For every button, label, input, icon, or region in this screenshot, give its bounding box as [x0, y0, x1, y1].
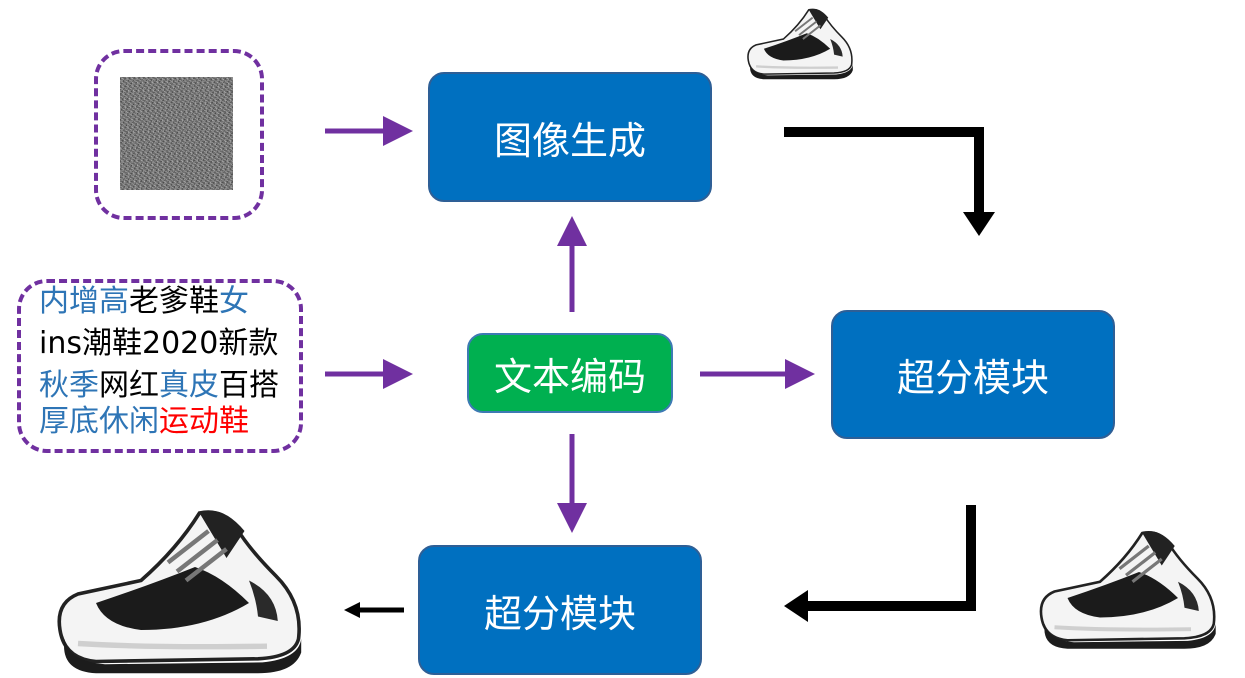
prompt-line: 厚底休闲运动鞋	[39, 404, 249, 440]
super-resolution-box-right: 超分模块	[831, 310, 1115, 439]
prompt-frame	[17, 279, 303, 453]
sneaker-image-small	[747, 8, 853, 80]
prompt-segment: 厚底休闲	[39, 404, 159, 439]
prompt-segment: 内增高	[39, 284, 129, 319]
arrowhead-superres-to-superres	[784, 590, 808, 622]
super-resolution-box-bottom: 超分模块	[418, 545, 702, 675]
arrowhead-imagegen-to-superres	[963, 212, 995, 236]
prompt-segment: 老爹鞋	[129, 284, 219, 319]
prompt-line: 内增高老爹鞋女	[39, 284, 249, 320]
prompt-segment: 网红	[99, 368, 159, 403]
sneaker-image-medium	[1039, 529, 1218, 650]
image-generation-label: 图像生成	[493, 118, 646, 163]
prompt-segment: 运动鞋	[159, 404, 249, 439]
prompt-segment: 女	[219, 284, 249, 319]
arrowhead-superres-to-output	[344, 602, 360, 618]
image-generation-box: 图像生成	[428, 72, 712, 202]
prompt-segment: 百搭	[219, 368, 279, 403]
prompt-segment: 秋季	[39, 368, 99, 403]
arrow-imagegen-to-superres	[784, 127, 984, 214]
noise-image	[120, 77, 233, 190]
prompt-segment: ins潮鞋2020新款	[39, 326, 279, 361]
text-encoder-box: 文本编码	[467, 333, 673, 413]
prompt-line: ins潮鞋2020新款	[39, 326, 278, 362]
super-resolution-label-right: 超分模块	[896, 356, 1049, 400]
prompt-line: 秋季网红真皮百搭	[39, 368, 279, 404]
arrow-superres-to-superres	[808, 505, 976, 611]
super-resolution-label-bottom: 超分模块	[483, 591, 636, 636]
text-encoder-label: 文本编码	[493, 354, 646, 399]
sneaker-image-large	[42, 495, 312, 675]
prompt-segment: 真皮	[159, 368, 219, 403]
